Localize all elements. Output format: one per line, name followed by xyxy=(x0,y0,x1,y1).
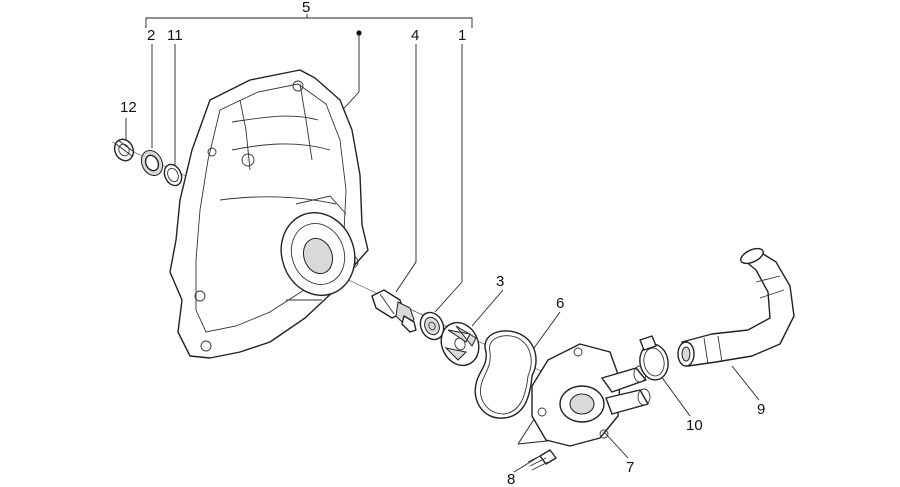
callout-11: 11 xyxy=(167,27,183,44)
part-9-coolant-hose xyxy=(677,247,795,367)
callout-9: 9 xyxy=(757,401,765,418)
part-6-gasket xyxy=(474,330,537,419)
part-1-mechanical-seal xyxy=(419,311,445,341)
callout-12: 12 xyxy=(120,99,137,116)
part-2-oil-seal xyxy=(140,149,164,177)
part-5-crankcase-cover xyxy=(169,69,369,359)
part-7-pump-cover xyxy=(531,343,651,447)
part-10-hose-clamp xyxy=(639,335,669,381)
callout-10: 10 xyxy=(686,417,703,434)
callout-8: 8 xyxy=(507,471,515,487)
callout-5: 5 xyxy=(302,0,310,16)
part-12-spring-clip xyxy=(113,138,135,162)
callout-2: 2 xyxy=(147,27,155,44)
assembly-bracket-5 xyxy=(145,14,473,28)
leader-dot xyxy=(356,30,362,36)
callout-1: 1 xyxy=(458,27,466,44)
part-8-bolt xyxy=(527,449,557,471)
part-11-o-ring xyxy=(163,163,183,187)
part-4-shaft xyxy=(371,289,417,333)
callout-7: 7 xyxy=(626,459,634,476)
callout-6: 6 xyxy=(556,295,564,312)
part-3-impeller xyxy=(440,321,480,367)
callout-3: 3 xyxy=(496,273,504,290)
callout-4: 4 xyxy=(411,27,419,44)
